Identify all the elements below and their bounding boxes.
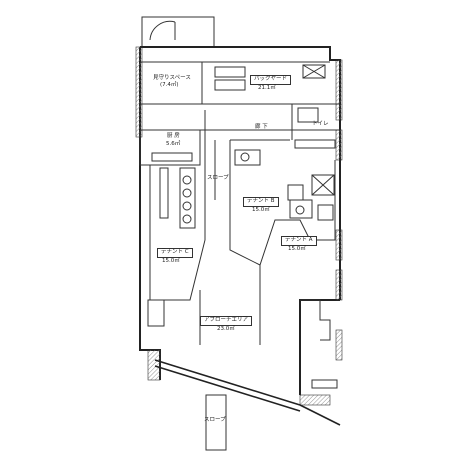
slope-inner	[204, 110, 216, 235]
toilet-label: トイレ	[312, 121, 329, 127]
kitchen-label: 厨 房	[167, 133, 180, 139]
approach-area: 23.0㎡	[217, 326, 235, 332]
tenant-ab-walls	[229, 139, 336, 266]
top-rooms	[140, 61, 340, 105]
approach-label: アプローチエリア	[200, 316, 253, 326]
top-balcony	[141, 16, 215, 48]
tenant-c-area: 15.0㎡	[162, 258, 180, 264]
tenant-a-label: テナント A	[281, 236, 317, 246]
hatched-walls	[135, 46, 343, 406]
backyard-label: バックヤード	[250, 75, 292, 85]
outer-walls	[139, 46, 341, 395]
tenant-c-walls	[147, 165, 206, 327]
kitchen-walls	[139, 130, 201, 166]
kyoyu-space-area: (7.4㎡)	[160, 82, 179, 88]
backyard-area: 21.1㎡	[258, 85, 276, 91]
corridor-toilet	[140, 104, 340, 149]
tenant-a-area: 15.0㎡	[288, 246, 306, 252]
kyoyu-space-label: 見守りスペース	[153, 75, 191, 81]
tenant-c-label: テナント C	[157, 248, 193, 258]
tenant-b-area: 15.0㎡	[252, 207, 270, 213]
slope-outer-label: スロープ	[204, 417, 226, 423]
kitchen-area: 5.6㎡	[166, 141, 181, 147]
tenant-b-label: テナント B	[243, 197, 279, 207]
entrance-line	[154, 359, 341, 426]
slope-inner-label: スロープ	[207, 175, 229, 181]
slope-outer	[205, 394, 227, 451]
corridor-label: 廊 下	[255, 124, 268, 130]
